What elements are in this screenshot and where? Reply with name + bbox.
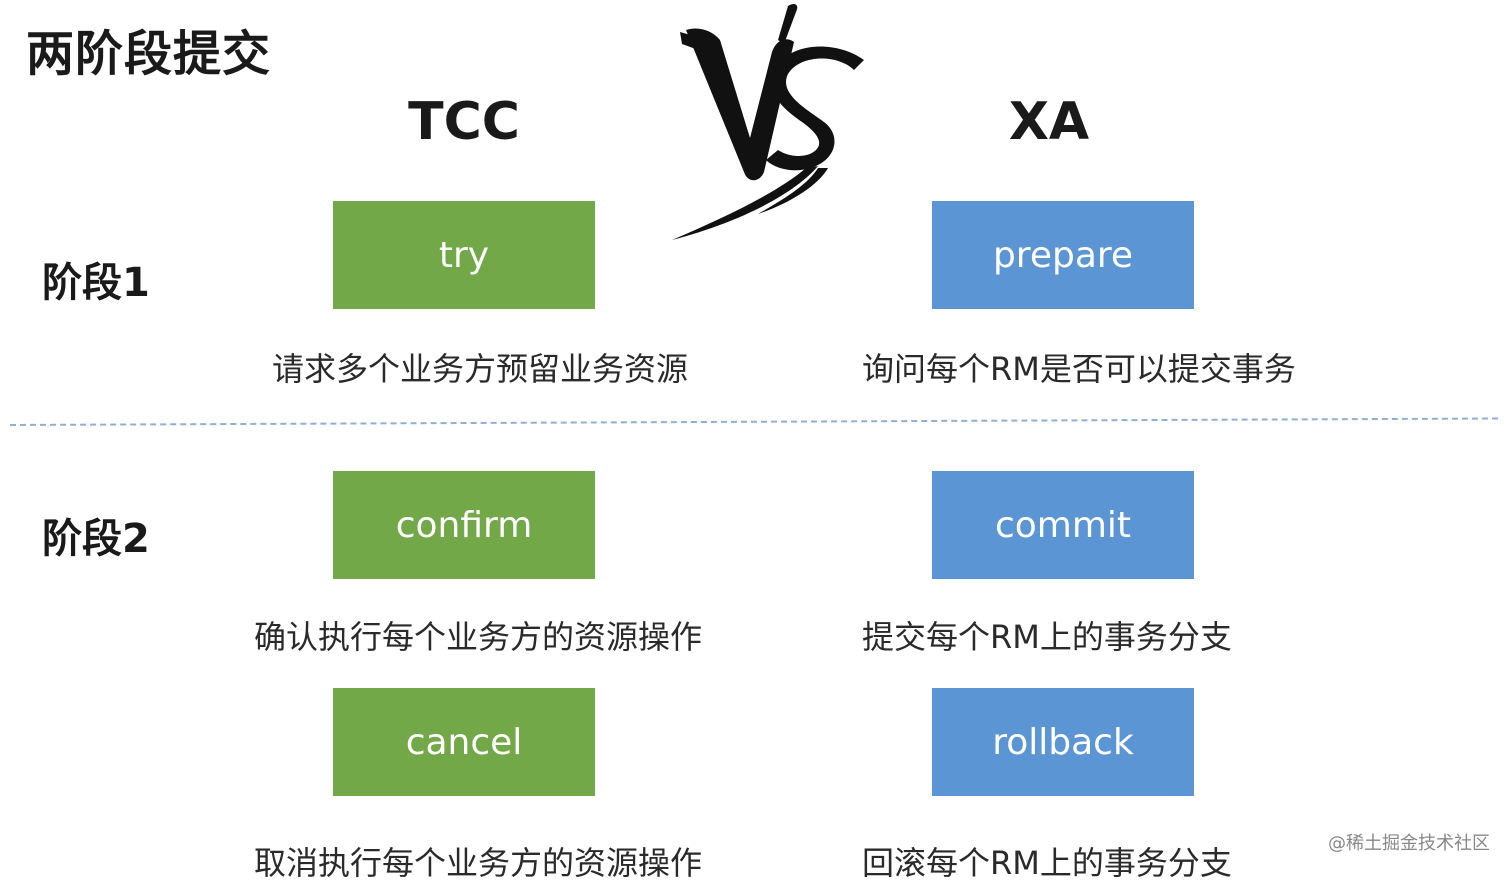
xa-prepare-box: prepare [932, 201, 1194, 309]
vs-logo-s [766, 46, 864, 171]
vs-logo-v [686, 28, 794, 181]
tcc-confirm-label: confirm [395, 504, 533, 546]
tcc-try-box: try [333, 201, 595, 309]
tcc-cancel-description: 取消执行每个业务方的资源操作 [254, 844, 703, 882]
tcc-column-heading: TCC [408, 92, 520, 152]
tcc-cancel-label: cancel [405, 721, 523, 763]
xa-prepare-description: 询问每个RM是否可以提交事务 [862, 350, 1296, 388]
tcc-try-label: try [438, 234, 490, 276]
watermark: @稀土掘金技术社区 [1328, 833, 1490, 854]
phase-1-label: 阶段1 [42, 260, 150, 306]
phase-divider [9, 417, 1498, 426]
phase-2-label: 阶段2 [42, 516, 150, 562]
tcc-confirm-box: confirm [333, 471, 595, 579]
xa-prepare-label: prepare [992, 234, 1134, 276]
tcc-try-description: 请求多个业务方预留业务资源 [272, 350, 689, 388]
xa-rollback-label: rollback [992, 721, 1134, 763]
xa-commit-label: commit [994, 504, 1132, 546]
xa-commit-description: 提交每个RM上的事务分支 [862, 618, 1232, 656]
page-title: 两阶段提交 [26, 26, 272, 82]
tcc-cancel-box: cancel [333, 688, 595, 796]
xa-rollback-box: rollback [932, 688, 1194, 796]
vs-logo [672, 4, 864, 240]
xa-rollback-description: 回滚每个RM上的事务分支 [862, 844, 1232, 882]
xa-commit-box: commit [932, 471, 1194, 579]
xa-column-heading: XA [1008, 92, 1090, 152]
tcc-confirm-description: 确认执行每个业务方的资源操作 [254, 618, 703, 656]
